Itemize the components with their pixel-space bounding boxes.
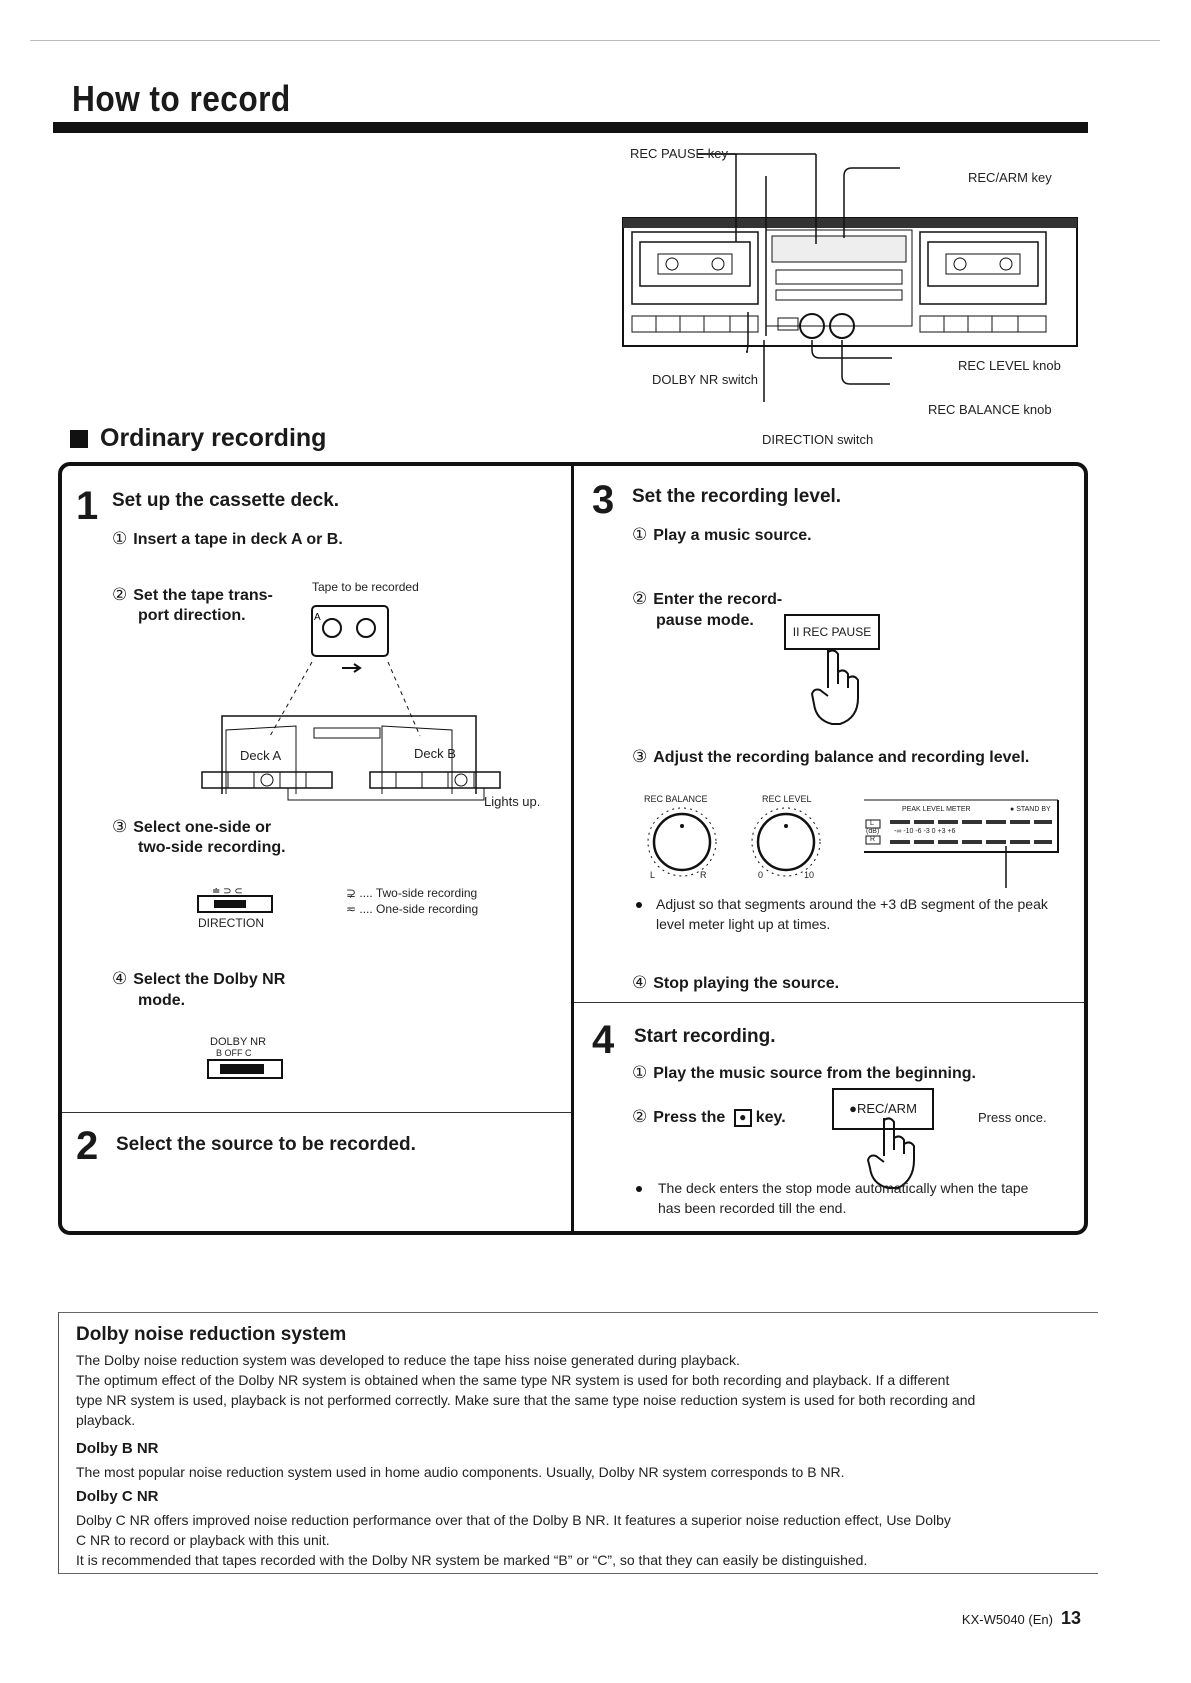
direction-label: DIRECTION [198, 916, 264, 930]
page-number: 13 [1060, 1608, 1081, 1628]
label-rec-pause-key: REC PAUSE key [630, 146, 729, 161]
dolby-c-title: Dolby C NR [76, 1488, 159, 1505]
label-rec-balance-knob: REC BALANCE knob [928, 402, 1052, 417]
section-title: Ordinary recording [100, 424, 327, 452]
step-2-number: 2 [76, 1124, 99, 1168]
dolby-nr-switch-icon [207, 1059, 283, 1079]
one-side-icon: ≂ [346, 902, 360, 916]
label-rec-arm-key: REC/ARM key [968, 170, 1052, 185]
step-1-sub-4-cont: mode. [138, 992, 186, 1009]
panel-divider-right [574, 1002, 1084, 1003]
standby-icon: ● [1010, 806, 1017, 813]
hand-pointer-icon [810, 649, 859, 725]
step-3-number: 3 [592, 478, 615, 522]
page-footer: KX-W5040 (En) 13 [962, 1608, 1081, 1629]
two-side-icon: ⊋ [346, 886, 360, 900]
rec-knobs-diagram [647, 807, 821, 877]
top-rule [30, 40, 1160, 41]
meter-l-label: L [870, 820, 874, 827]
step-4-note: The deck enters the stop mode automatica… [658, 1180, 1029, 1216]
deck-a-label: Deck A [240, 748, 282, 763]
tape-label: Tape to be recorded [312, 580, 419, 594]
square-bullet-icon [70, 429, 88, 448]
panel-divider-left [62, 1112, 571, 1113]
dolby-b-title: Dolby B NR [76, 1440, 159, 1457]
knob-10-label: 10 [804, 870, 815, 880]
step-2-title: Select the source to be recorded. [116, 1134, 416, 1155]
label-dolby-nr-switch: DOLBY NR switch [652, 372, 758, 387]
step-1-sub-3-cont: two-side recording. [138, 839, 286, 856]
step-1-sub-2-cont: port direction. [138, 607, 246, 624]
dolby-intro: The Dolby noise reduction system was dev… [76, 1352, 976, 1428]
rec-level-label: REC LEVEL [762, 794, 812, 804]
step-4-title: Start recording. [634, 1026, 776, 1047]
dolby-nr-positions: B OFF C [216, 1048, 252, 1058]
step-1-number: 1 [76, 484, 99, 528]
title-rule [53, 122, 1088, 133]
step-3-note: Adjust so that segments around the +3 dB… [656, 896, 1048, 932]
bullet-icon [636, 902, 642, 908]
lights-up-label: Lights up. [484, 794, 541, 809]
meter-db-label: (dB) [866, 828, 880, 835]
svg-text:A: A [314, 612, 321, 623]
tape-direction-diagram: A [221, 605, 477, 794]
label-direction-switch: DIRECTION switch [762, 432, 874, 447]
dolby-box-left-edge [58, 1312, 59, 1574]
step-3-title: Set the recording level. [632, 486, 842, 507]
rec-pause-button[interactable]: II REC PAUSE [784, 614, 880, 650]
svg-text:≐ ⊃ ⊂: ≐ ⊃ ⊂ [212, 886, 243, 897]
db-scale: -∞ -10 -6 -3 0 +3 +6 [894, 828, 956, 835]
step-1-title: Set up the cassette deck. [112, 490, 340, 511]
deck-b-label: Deck B [414, 746, 456, 761]
meter-r-label: R [870, 836, 876, 843]
standby-label: ● STAND BY [1010, 806, 1051, 813]
knob-0-label: 0 [758, 870, 764, 880]
one-side-label: ≂ .... One-side recording [346, 902, 479, 916]
bullet-icon [636, 1186, 642, 1192]
dolby-title: Dolby noise reduction system [76, 1324, 347, 1345]
deck-front-panel-diagram [622, 153, 1078, 402]
page-title: How to record [72, 78, 291, 119]
press-once-label: Press once. [978, 1110, 1047, 1125]
dolby-nr-label: DOLBY NR [210, 1036, 267, 1048]
panel-divider-vertical [571, 462, 574, 1235]
dolby-c-text: Dolby C NR offers improved noise reducti… [76, 1512, 951, 1568]
dolby-info-box [58, 1312, 1098, 1574]
model-number: KX-W5040 (En) [961, 1612, 1053, 1627]
section-heading: Ordinary recording [70, 424, 326, 453]
peak-level-meter-diagram [864, 799, 1059, 888]
step-3-sub-2-cont: pause mode. [656, 612, 754, 629]
rec-arm-key-icon: ● [733, 1108, 752, 1127]
two-side-label: ⊋ .... Two-side recording [346, 886, 478, 900]
peak-meter-label: PEAK LEVEL METER [902, 806, 971, 813]
knob-r-label: R [700, 870, 707, 880]
knob-l-label: L [650, 870, 656, 880]
dolby-b-text: The most popular noise reduction system … [76, 1464, 845, 1480]
rec-balance-label: REC BALANCE [644, 794, 708, 804]
direction-switch-icon: ≐ ⊃ ⊂ [197, 886, 273, 913]
step-4-number: 4 [592, 1018, 615, 1062]
hand-pressing-icon [866, 1117, 915, 1189]
label-rec-level-knob: REC LEVEL knob [958, 358, 1061, 373]
transport-buttons-diagram [201, 771, 501, 801]
